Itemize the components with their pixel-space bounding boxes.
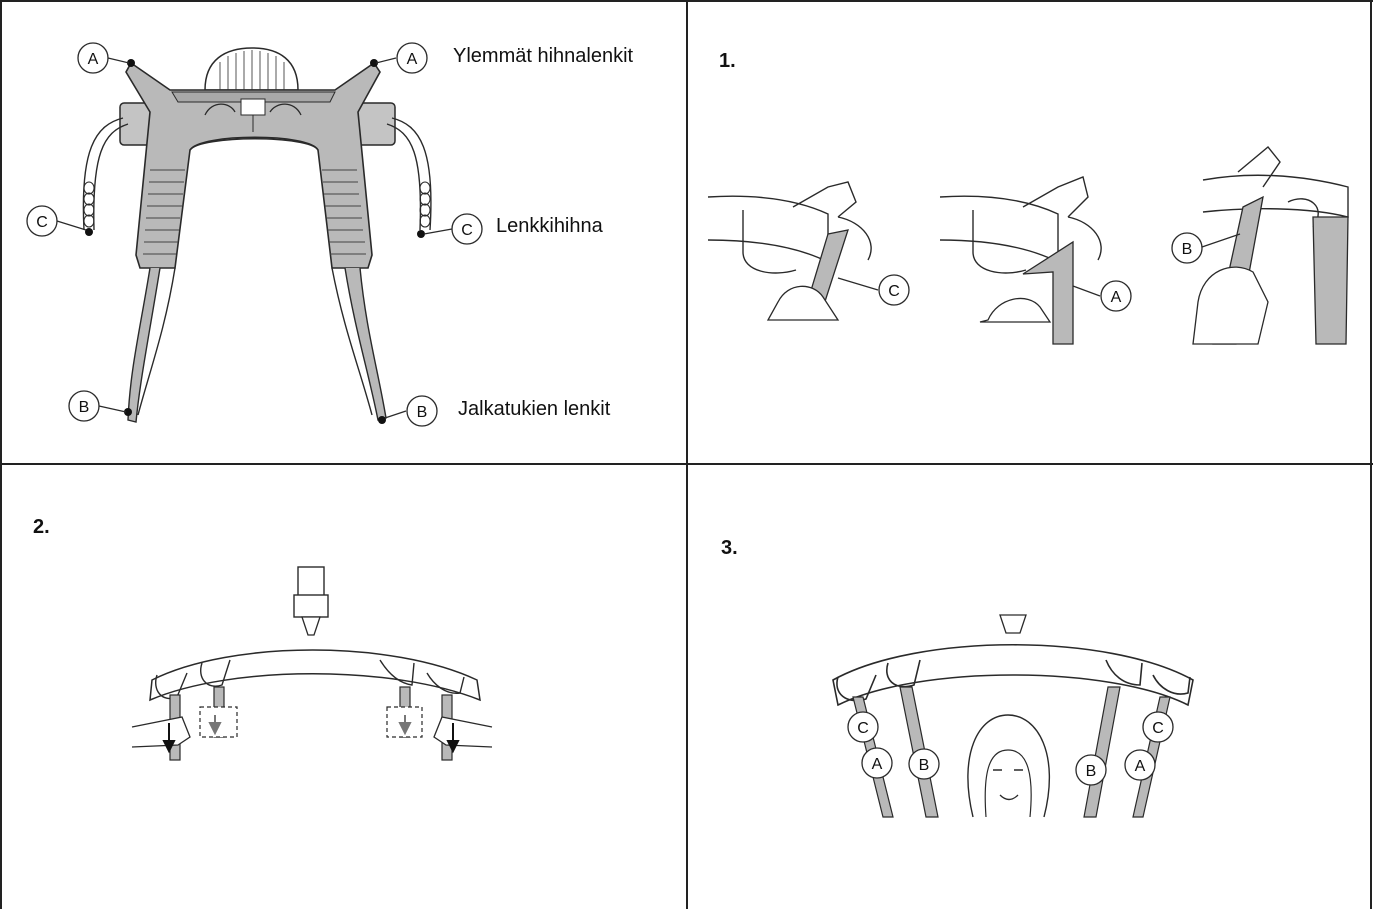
marker-c-left: C (36, 214, 48, 231)
marker-c-right: C (461, 222, 473, 239)
legend-leg-loops: Jalkatukien lenkit (458, 398, 610, 421)
step-3-marker-b-right: B (1086, 763, 1097, 780)
marker-a-left: A (88, 51, 99, 68)
step-3-marker-b-left: B (919, 757, 930, 774)
step-1-panel: 1. C A (688, 2, 1370, 463)
step-1-marker-a: A (1111, 289, 1122, 306)
sling-overview-panel: A A C C B B Ylemmät hihnalenkit Lenkkihi… (0, 0, 686, 463)
step-2-illustration (2, 465, 686, 909)
grid-border-right (1370, 0, 1372, 909)
legend-upper-loops: Ylemmät hihnalenkit (453, 45, 633, 68)
step-3-marker-c-left: C (857, 720, 869, 737)
step-3-illustration: C A B B A C (688, 465, 1370, 909)
step-3-panel: 3. (688, 465, 1370, 909)
step-3-marker-a-right: A (1135, 758, 1146, 775)
step-3-marker-a-left: A (872, 756, 883, 773)
marker-a-right: A (407, 51, 418, 68)
step-1-marker-b: B (1182, 241, 1193, 258)
legend-loop-strap: Lenkkihihna (496, 215, 603, 238)
step-2-panel: 2. (2, 465, 686, 909)
marker-b-left: B (79, 399, 90, 416)
step-3-marker-c-right: C (1152, 720, 1164, 737)
marker-b-right: B (417, 404, 428, 421)
step-1-illustration: C A B (688, 2, 1370, 463)
step-1-marker-c: C (888, 283, 900, 300)
